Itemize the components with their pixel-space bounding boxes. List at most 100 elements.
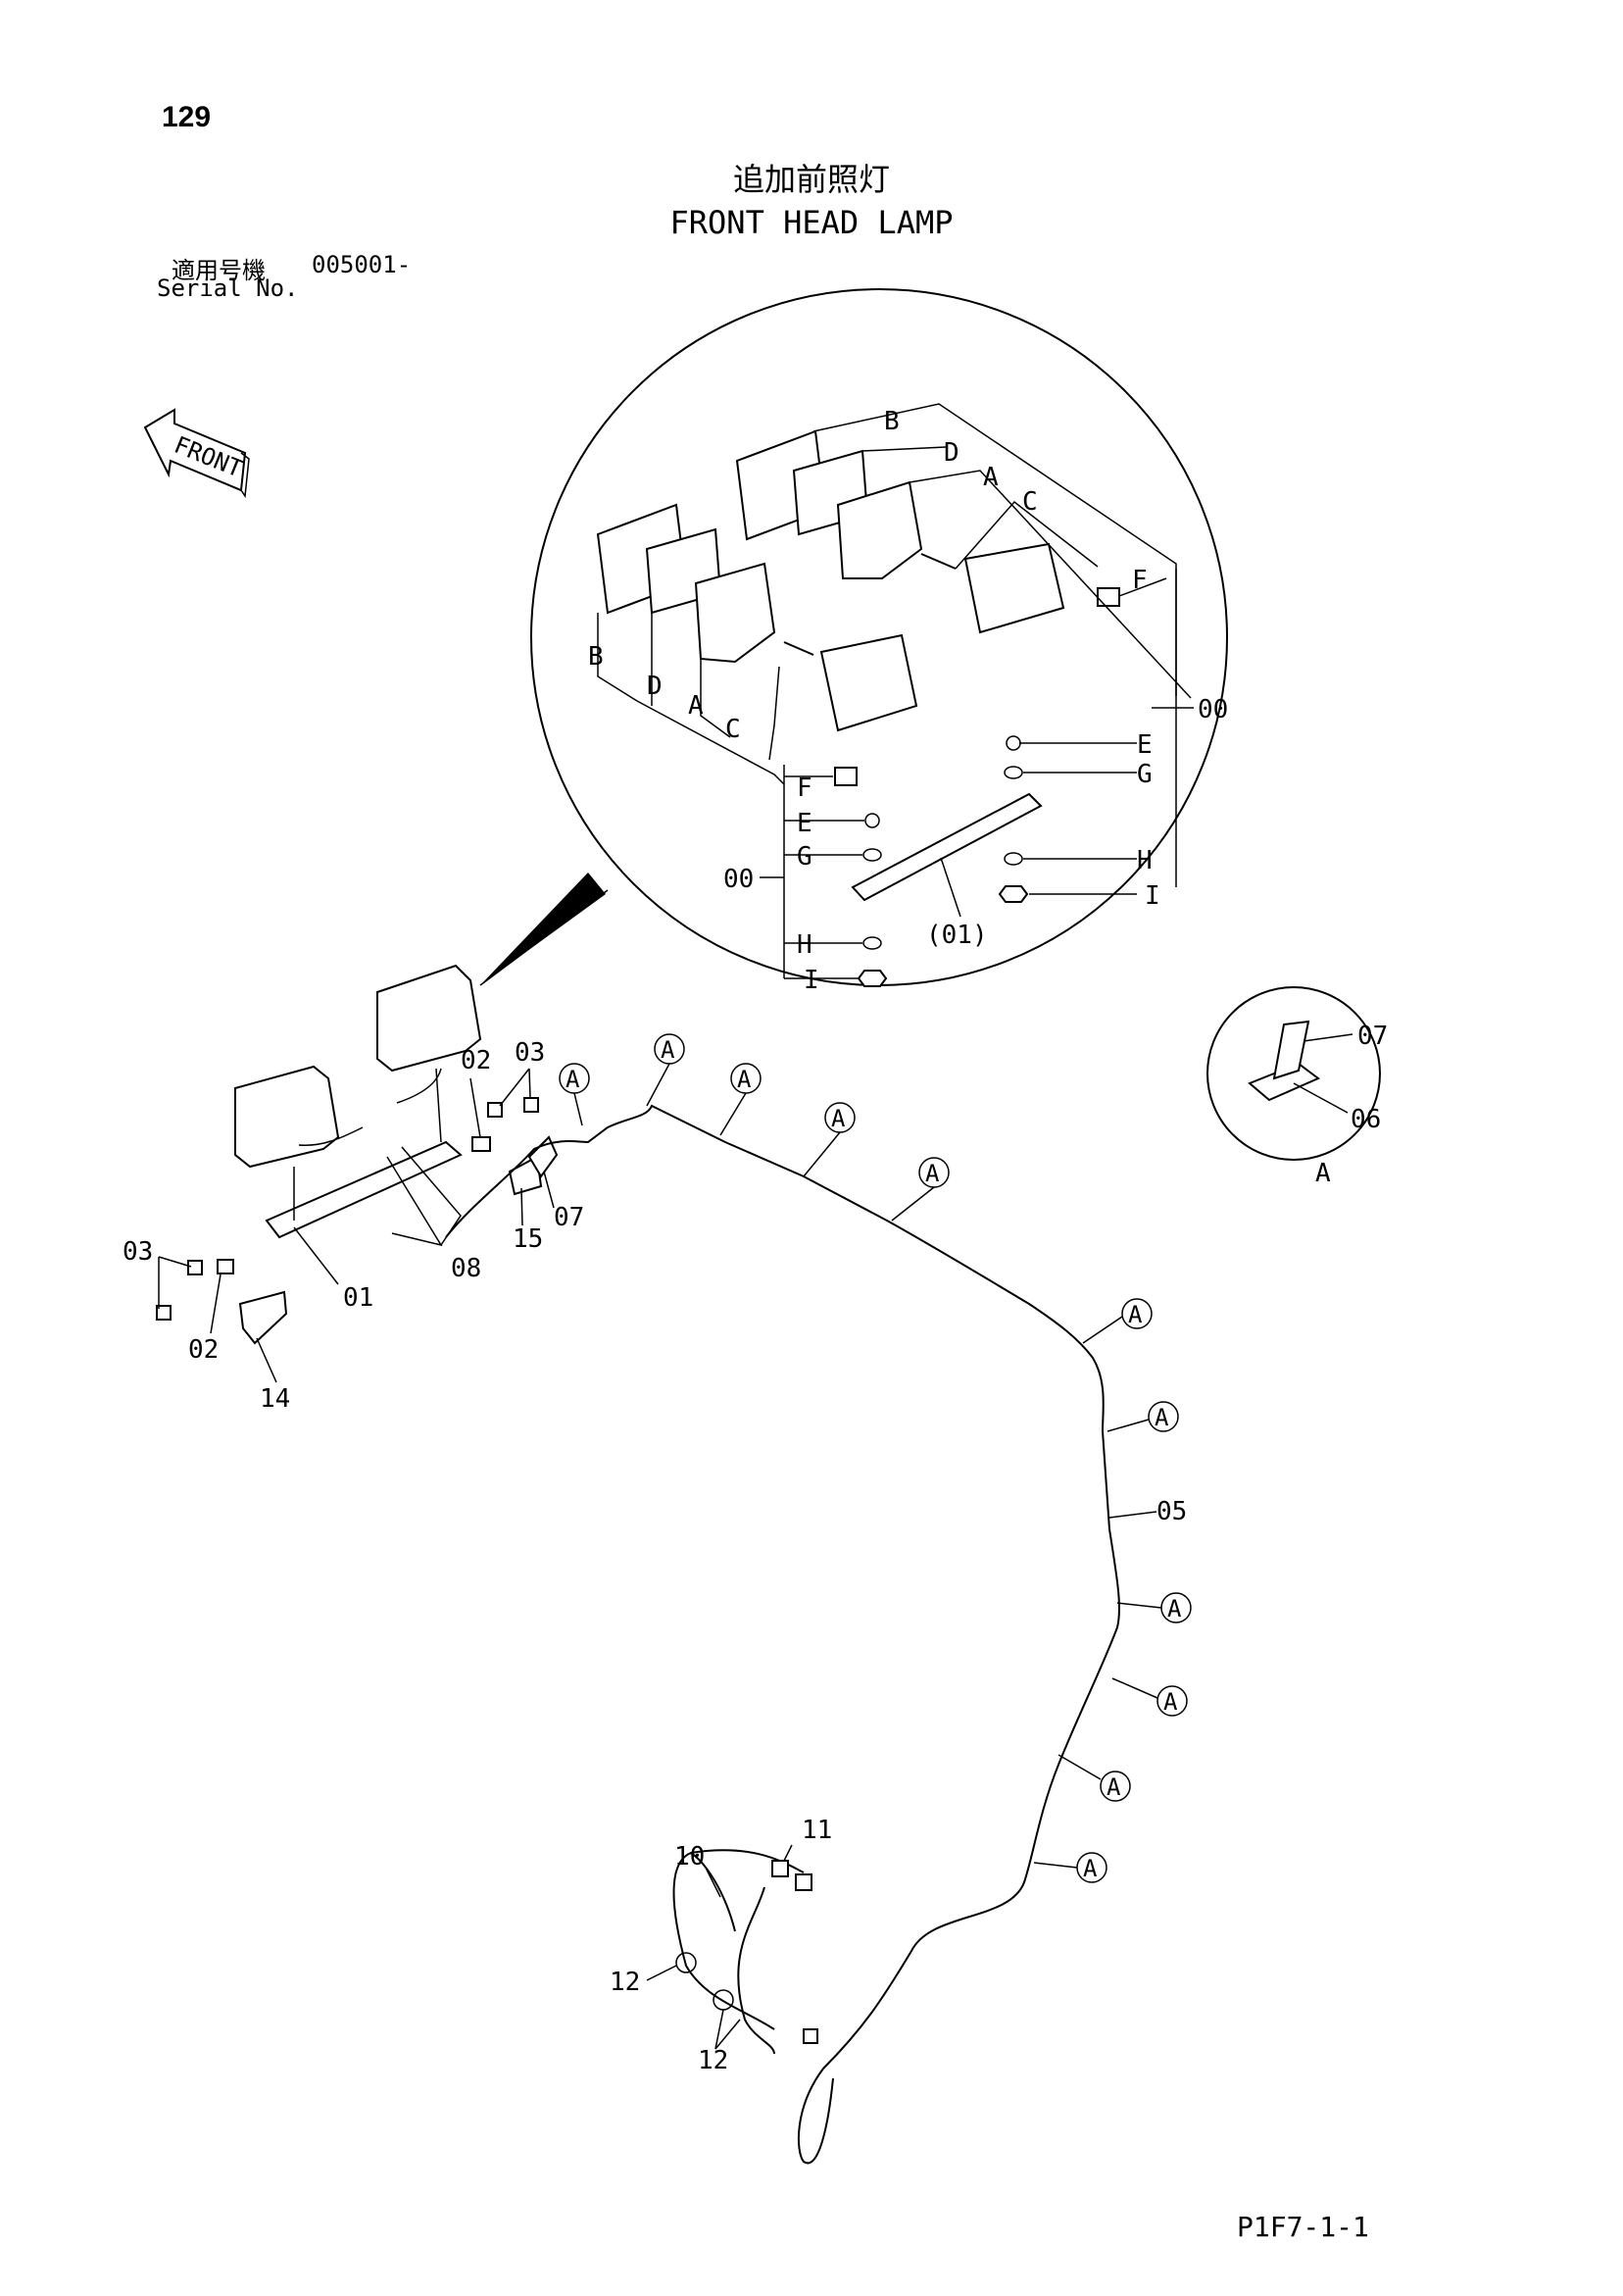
bracket-01-detail xyxy=(851,792,1043,902)
harness-05 xyxy=(445,1104,1121,2165)
label-f-lower: F xyxy=(797,774,812,803)
label-h-upper: H xyxy=(1137,846,1153,875)
part-label-01: 01 xyxy=(343,1283,373,1313)
label-h-lower: H xyxy=(797,930,812,960)
clip-marker-icon: A xyxy=(1121,1298,1153,1329)
title-english: FRONT HEAD LAMP xyxy=(669,204,954,241)
clip-detail-circle xyxy=(1206,986,1381,1161)
clip-marker-icon: A xyxy=(918,1157,950,1188)
svg-text:A: A xyxy=(1155,1404,1169,1431)
title-japanese: 追加前照灯 xyxy=(732,161,890,198)
label-i-lower: I xyxy=(804,966,819,995)
front-arrow-icon: FRONT xyxy=(143,408,250,499)
svg-text:A: A xyxy=(661,1036,675,1064)
bolt-03-left-b xyxy=(156,1305,172,1321)
nut-i-upper xyxy=(998,885,1029,903)
svg-text:A: A xyxy=(1167,1595,1182,1622)
part-label-03-left: 03 xyxy=(123,1237,153,1267)
upper-lamp-set xyxy=(735,429,1120,903)
svg-text:A: A xyxy=(566,1066,580,1093)
clip-14 xyxy=(238,1290,288,1345)
bolt-03-right-b xyxy=(523,1097,539,1113)
washer-h-lower xyxy=(862,936,882,950)
part-label-08: 08 xyxy=(451,1254,481,1283)
washer-e-lower xyxy=(864,813,880,828)
part-label-12-b: 12 xyxy=(698,2046,728,2075)
part-label-07: 07 xyxy=(554,1203,584,1232)
label-assembly-upper: 00 xyxy=(1198,695,1228,724)
label-assembly-lower: 00 xyxy=(723,865,754,894)
connector-harness-end xyxy=(803,2028,818,2044)
part-label-10: 10 xyxy=(674,1842,705,1872)
serial-label-japanese: 適用号機 xyxy=(172,257,266,284)
bolt-f-lower xyxy=(834,767,858,786)
clip-label-a: A xyxy=(1315,1159,1331,1188)
lamp-a-lower xyxy=(694,562,776,664)
connector-11-a xyxy=(771,1860,789,1877)
label-c-upper: C xyxy=(1022,487,1038,517)
clip-07-main xyxy=(527,1135,559,1178)
serial-value: 005001- xyxy=(312,251,412,278)
svg-text:A: A xyxy=(831,1105,846,1132)
svg-text:A: A xyxy=(737,1066,752,1093)
bracket-02-right xyxy=(471,1136,491,1152)
bulb-c-lower xyxy=(783,641,814,656)
label-b-lower: B xyxy=(588,642,604,672)
svg-text:A: A xyxy=(1128,1301,1143,1328)
part-label-12-a: 12 xyxy=(610,1968,640,1997)
svg-text:A: A xyxy=(1107,1773,1121,1801)
clip-marker-icon: A xyxy=(654,1033,685,1065)
label-d-upper: D xyxy=(944,438,959,468)
part-label-11: 11 xyxy=(802,1816,832,1845)
label-a-lower: A xyxy=(688,691,704,721)
svg-text:A: A xyxy=(1163,1688,1178,1716)
bolt-f-upper xyxy=(1097,587,1120,607)
label-e-upper: E xyxy=(1137,730,1153,760)
part-label-14: 14 xyxy=(260,1384,290,1414)
svg-text:A: A xyxy=(925,1160,940,1187)
washer-e-upper xyxy=(1006,735,1021,751)
clip-markers: A A A A A A A A A A A xyxy=(559,1033,1192,1883)
lamp-right xyxy=(376,964,482,1073)
lamp-left xyxy=(234,1065,340,1169)
nut-i-lower xyxy=(857,970,888,987)
clip-marker-icon: A xyxy=(730,1063,762,1094)
part-label-02-left: 02 xyxy=(188,1335,219,1365)
svg-text:A: A xyxy=(1083,1855,1098,1882)
label-a-upper: A xyxy=(983,463,999,492)
connector-11-b xyxy=(795,1873,812,1891)
bolt-03-left-a xyxy=(187,1260,203,1275)
clip-label-07: 07 xyxy=(1357,1022,1388,1051)
label-i-upper: I xyxy=(1145,881,1160,911)
label-e-lower: E xyxy=(797,809,812,838)
label-g-lower: G xyxy=(797,842,812,872)
label-b-upper: B xyxy=(884,407,900,436)
housing-lower xyxy=(819,633,918,732)
page-code: P1F7-1-1 xyxy=(1237,2211,1369,2243)
washer-g-upper xyxy=(1004,766,1023,779)
washer-h-upper xyxy=(1004,852,1023,866)
bulb-c-upper xyxy=(920,553,957,570)
clip-marker-icon: A xyxy=(1148,1401,1179,1432)
clip-label-06: 06 xyxy=(1351,1105,1381,1134)
label-d-lower: D xyxy=(647,672,663,701)
clip-marker-icon: A xyxy=(1076,1852,1107,1883)
clamp-12-a xyxy=(675,1952,697,1973)
housing-upper xyxy=(963,542,1065,634)
bracket-02-left xyxy=(217,1259,234,1274)
clip-detail-view: 07 06 A xyxy=(1206,986,1388,1188)
part-label-02-right: 02 xyxy=(461,1046,491,1075)
clip-marker-icon: A xyxy=(824,1102,856,1133)
label-c-lower: C xyxy=(725,715,741,744)
bracket-01 xyxy=(265,1140,463,1239)
page-number: 129 xyxy=(162,101,212,133)
lower-lamp-set xyxy=(596,503,918,987)
harness-10 xyxy=(672,1849,805,2055)
lamp-detail-view: B D A C F E G H I 00 B D A C F E G H I 0… xyxy=(479,288,1228,995)
part-labels: 02 03 07 15 08 01 03 02 14 05 10 11 12 1… xyxy=(123,1038,1187,2075)
part-label-05: 05 xyxy=(1156,1497,1187,1526)
label-f-upper: F xyxy=(1132,566,1148,595)
label-g-upper: G xyxy=(1137,760,1153,789)
clip-marker-icon: A xyxy=(559,1063,590,1094)
